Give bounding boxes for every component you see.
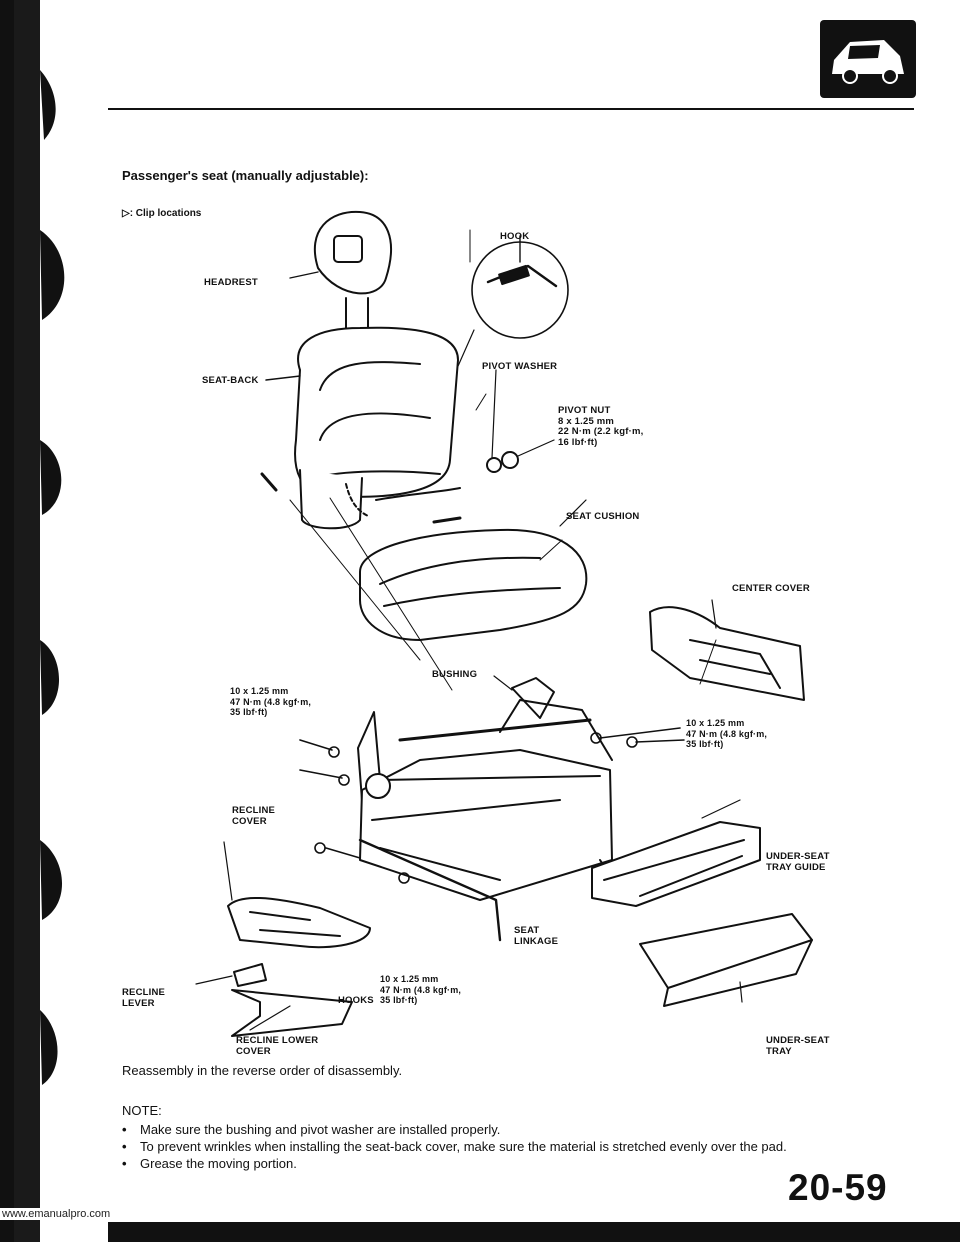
label-headrest: HEADREST: [204, 277, 258, 288]
bushing-part: [493, 675, 555, 719]
label-recline-lever: RECLINE LEVER: [122, 987, 166, 1009]
label-bolt-bottom: 10 x 1.25 mm 47 N·m (4.8 kgf·m, 35 lbf·f…: [380, 974, 462, 1005]
label-pivot-washer: PIVOT WASHER: [482, 361, 558, 372]
page-number: 20-59: [788, 1167, 888, 1208]
hook-detail: [471, 235, 569, 339]
label-bushing: BUSHING: [432, 669, 478, 680]
note-item: To prevent wrinkles when installing the …: [122, 1138, 787, 1155]
binding-edge: [0, 0, 65, 1242]
label-under-seat-tray: UNDER-SEAT TRAY: [766, 1035, 830, 1057]
footer-rule: [108, 1222, 960, 1242]
recline-cover-part: [223, 841, 371, 949]
label-bolt-left: 10 x 1.25 mm 47 N·m (4.8 kgf·m, 35 lbf·f…: [230, 686, 312, 717]
label-under-seat-tray-guide: UNDER-SEAT TRAY GUIDE: [766, 851, 830, 873]
footer-url[interactable]: www.emanualpro.com: [0, 1208, 113, 1220]
label-hook: HOOK: [500, 231, 530, 242]
note-heading: NOTE:: [122, 1103, 162, 1118]
reassembly-text: Reassembly in the reverse order of disas…: [122, 1063, 403, 1078]
label-recline-lower-cover: RECLINE LOWER COVER: [236, 1035, 319, 1057]
note-item: Make sure the bushing and pivot washer a…: [122, 1121, 787, 1138]
label-seat-linkage: SEAT LINKAGE: [514, 925, 559, 947]
under-seat-tray-part: [639, 913, 813, 1007]
vehicle-section-icon: [820, 20, 916, 98]
clip-legend: ▷: Clip locations: [122, 208, 202, 219]
section-title: Passenger's seat (manually adjustable):: [122, 168, 369, 183]
label-recline-cover: RECLINE COVER: [232, 805, 276, 827]
header-rule: [108, 108, 914, 110]
seat-cushion-part: [359, 499, 588, 641]
headrest-part: [313, 210, 392, 331]
label-bolt-right: 10 x 1.25 mm 47 N·m (4.8 kgf·m, 35 lbf·f…: [686, 718, 768, 749]
label-center-cover: CENTER COVER: [732, 583, 810, 594]
label-seat-cushion: SEAT CUSHION: [566, 511, 640, 522]
note-list: Make sure the bushing and pivot washer a…: [122, 1121, 787, 1172]
seat-back-part: [294, 326, 459, 530]
label-seat-back: SEAT-BACK: [202, 375, 259, 386]
seat-frame-part: [357, 699, 633, 942]
label-hooks: HOOKS: [338, 995, 374, 1006]
center-cover-part: [649, 599, 805, 701]
bolt-hardware: [299, 727, 685, 884]
note-item: Grease the moving portion.: [122, 1155, 787, 1172]
pivot-hardware: [486, 369, 555, 473]
under-seat-tray-guide-part: [591, 799, 761, 907]
recline-lever-part: [195, 963, 267, 987]
label-pivot-nut: PIVOT NUT 8 x 1.25 mm 22 N·m (2.2 kgf·m,…: [558, 405, 644, 448]
recline-lower-cover-part: [231, 989, 353, 1037]
